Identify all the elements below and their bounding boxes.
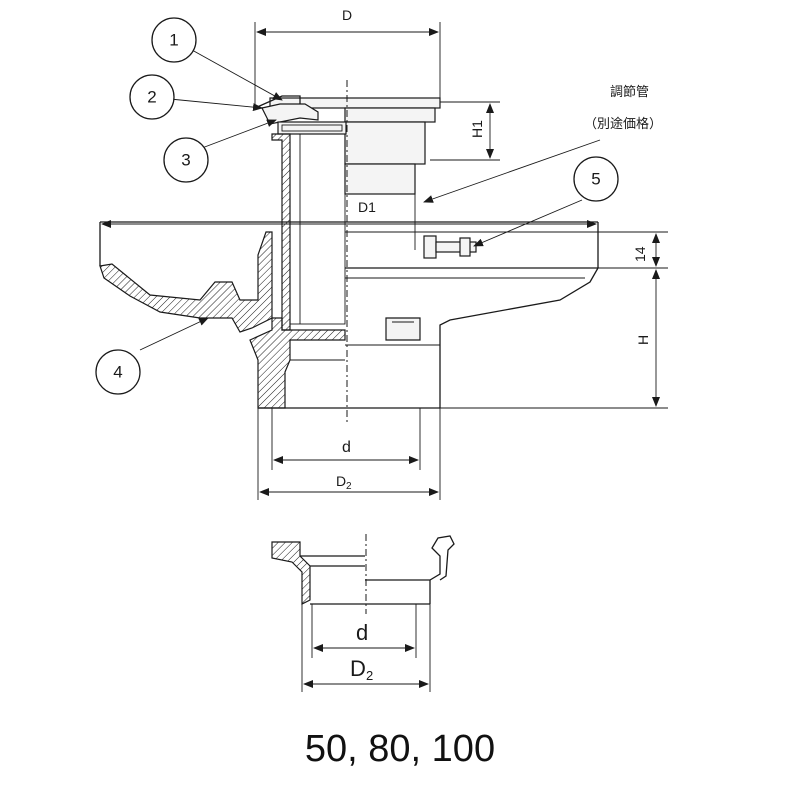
gasket-inner <box>281 124 343 132</box>
detail-D2-sub: 2 <box>366 668 373 683</box>
callout-3-label: 3 <box>181 151 190 170</box>
detail-wall <box>271 541 311 605</box>
dim-H-label: H <box>635 335 651 345</box>
dim-14-label: 14 <box>632 246 648 262</box>
body-flange-right <box>345 267 600 408</box>
body-flange-left <box>99 231 273 333</box>
drain-assembly <box>99 80 600 425</box>
grate-lip <box>261 103 319 125</box>
adjust-pipe-lower <box>344 163 416 195</box>
callout-4 <box>95 349 141 395</box>
inner-pipe <box>289 133 346 325</box>
pipe-price-note: （別途価格） <box>584 116 662 132</box>
callout-5 <box>573 156 619 202</box>
callout-2-label: 2 <box>147 88 156 107</box>
detail-D2-label: D <box>350 656 366 681</box>
dim-d-label: d <box>342 439 351 456</box>
pipe-name-note: 調節管 <box>610 85 649 100</box>
dim-D1-label: D1 <box>358 199 376 215</box>
callout-4-label: 4 <box>113 363 122 382</box>
detail-d-label: d <box>356 620 368 645</box>
callout-1-label: 1 <box>169 31 178 50</box>
body-wall-left <box>271 133 291 331</box>
callout-3 <box>163 137 209 183</box>
gasket <box>277 121 347 135</box>
dim-D2-label: D <box>336 473 346 489</box>
callouts <box>139 49 601 351</box>
dim-H1-label: H1 <box>469 120 485 138</box>
body-lower <box>249 317 346 409</box>
callout-1 <box>151 17 197 63</box>
adjust-pipe-upper <box>344 107 436 123</box>
flange-lug <box>385 317 421 341</box>
bolt <box>423 235 477 259</box>
callout-2 <box>129 74 175 120</box>
size-list: 50, 80, 100 <box>304 728 496 770</box>
dim-D-label: D <box>342 7 352 23</box>
detail-right <box>365 535 455 581</box>
dimensions <box>101 22 668 500</box>
callout-5-label: 5 <box>591 170 600 189</box>
detail-view <box>271 534 455 692</box>
dim-D2-sub: 2 <box>346 481 352 492</box>
adjust-pipe-body <box>344 121 426 165</box>
